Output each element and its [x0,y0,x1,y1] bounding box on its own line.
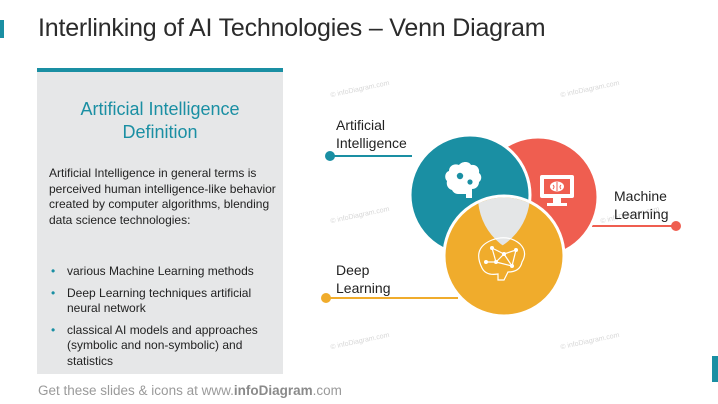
panel-title-line1: Artificial Intelligence [80,99,240,119]
ai-connector-dot [325,151,335,161]
bullet-item: Deep Learning techniques artificial neur… [49,286,275,317]
dl-connector-dot [321,293,331,303]
ai-label-line2: Intelligence [336,135,407,151]
corner-accent-bar [712,356,718,382]
dl-label-line1: Deep [336,262,370,278]
dl-label-line2: Learning [336,280,391,296]
monitor-brain-icon [540,175,574,206]
footer-prefix: Get these slides & icons at www. [38,383,234,398]
footer-brand: infoDiagram [233,383,313,398]
dl-label: Deep Learning [336,261,391,297]
footer-suffix: .com [312,383,342,398]
ai-label-line1: Artificial [336,117,386,133]
panel-title: Artificial Intelligence Definition [37,98,283,144]
bullet-item: various Machine Learning methods [49,264,275,280]
ai-label: Artificial Intelligence [336,116,407,152]
panel-title-line2: Definition [122,122,198,142]
bullet-list: various Machine Learning methods Deep Le… [49,264,275,375]
bullet-item: classical AI models and approaches (symb… [49,323,275,370]
ml-connector-dot [671,221,681,231]
footer-credit: Get these slides & icons at www.infoDiag… [38,383,342,398]
title-accent-bar [0,20,4,38]
ml-label: Machine Learning [614,187,669,223]
panel-description: Artificial Intelligence in general terms… [49,166,276,227]
ml-label-line1: Machine [614,188,667,204]
brain-gears-icon [445,162,482,198]
ml-label-line2: Learning [614,206,669,222]
neural-network-brain-icon [478,237,526,281]
definition-panel: Artificial Intelligence Definition Artif… [37,68,283,374]
slide-title: Interlinking of AI Technologies – Venn D… [38,14,546,42]
